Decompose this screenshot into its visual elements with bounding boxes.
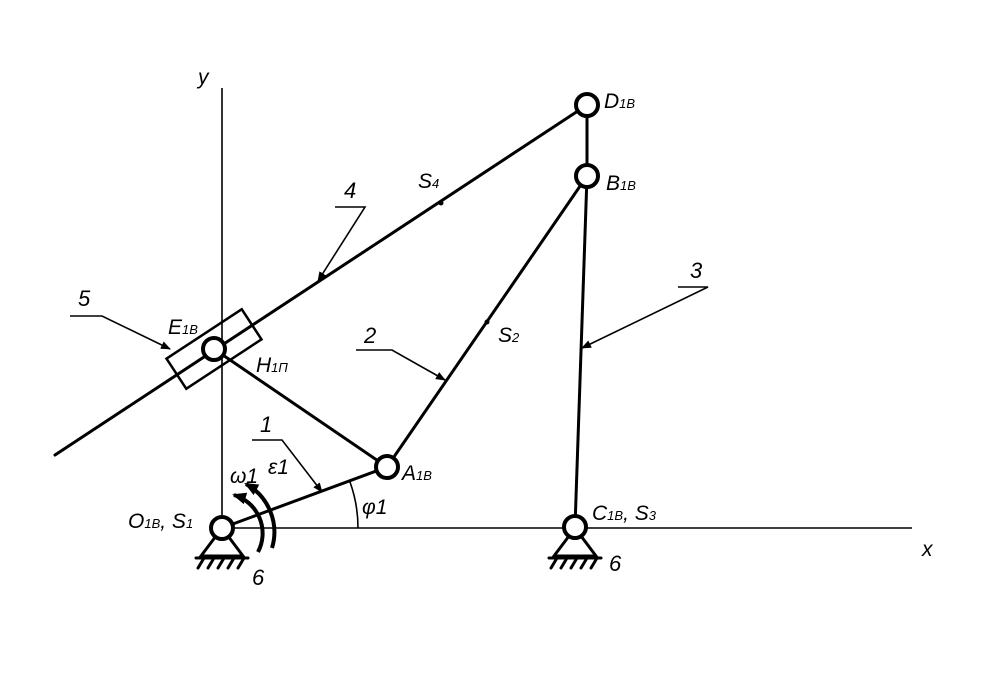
label-s4: S4 <box>418 170 439 193</box>
link-label-2: 2 <box>363 323 376 348</box>
ground-label-right: 6 <box>609 551 622 576</box>
leader-3 <box>581 286 709 349</box>
label-o: O1B, S1 <box>128 510 193 533</box>
y-axis-label: y <box>196 66 210 89</box>
phi-label: φ1 <box>362 496 387 519</box>
point-s4 <box>438 200 444 206</box>
omega-label: ω1 <box>230 465 258 488</box>
label-c: C1B, S3 <box>592 502 657 525</box>
epsilon-arrow-icon <box>244 482 277 549</box>
epsilon-label: ε1 <box>268 456 289 479</box>
slider-5 <box>164 307 264 391</box>
label-d: D1B <box>604 90 635 113</box>
label-e: E1B <box>168 316 198 339</box>
label-a: A1B <box>400 462 432 485</box>
label-s2: S2 <box>498 324 520 347</box>
label-b: B1B <box>606 172 636 195</box>
joint-e <box>201 336 227 362</box>
link-label-5: 5 <box>78 286 91 311</box>
leader-2 <box>356 349 446 381</box>
point-s2 <box>484 319 490 325</box>
ground-support-left <box>194 525 250 570</box>
leader-1 <box>252 439 323 493</box>
link-eh-a <box>212 347 389 469</box>
leader-4 <box>317 206 367 282</box>
x-axis-label: x <box>921 538 934 561</box>
link-3 <box>573 174 589 529</box>
joint-o <box>209 515 235 541</box>
phi-arc <box>349 481 359 529</box>
joint-b <box>574 163 600 189</box>
link-4 <box>53 103 589 457</box>
link-label-4: 4 <box>344 178 356 203</box>
joint-d <box>574 92 600 118</box>
link-label-3: 3 <box>690 258 703 283</box>
link-label-1: 1 <box>260 412 272 437</box>
leader-5 <box>70 315 171 350</box>
label-h: H1П <box>256 354 288 377</box>
omega-arrow-icon <box>232 492 265 553</box>
ground-support-right <box>547 525 603 570</box>
ground-label-left: 6 <box>252 565 265 590</box>
joint-a <box>374 454 400 480</box>
link-1 <box>220 465 389 530</box>
joint-c <box>562 514 588 540</box>
